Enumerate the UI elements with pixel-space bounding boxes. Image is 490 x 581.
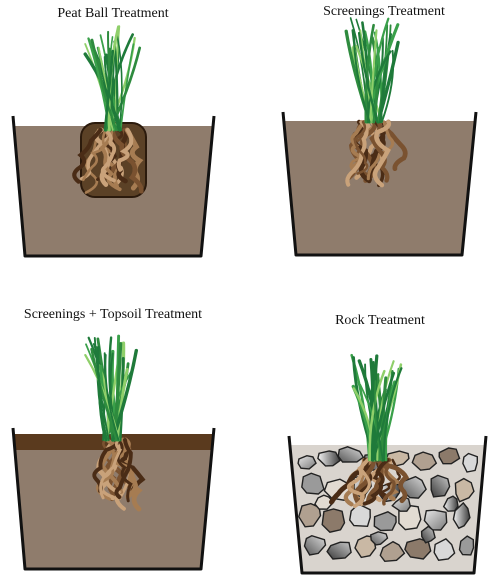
rock <box>322 509 344 532</box>
rock <box>463 454 477 473</box>
rock <box>302 473 324 494</box>
pot-rock <box>289 436 486 573</box>
